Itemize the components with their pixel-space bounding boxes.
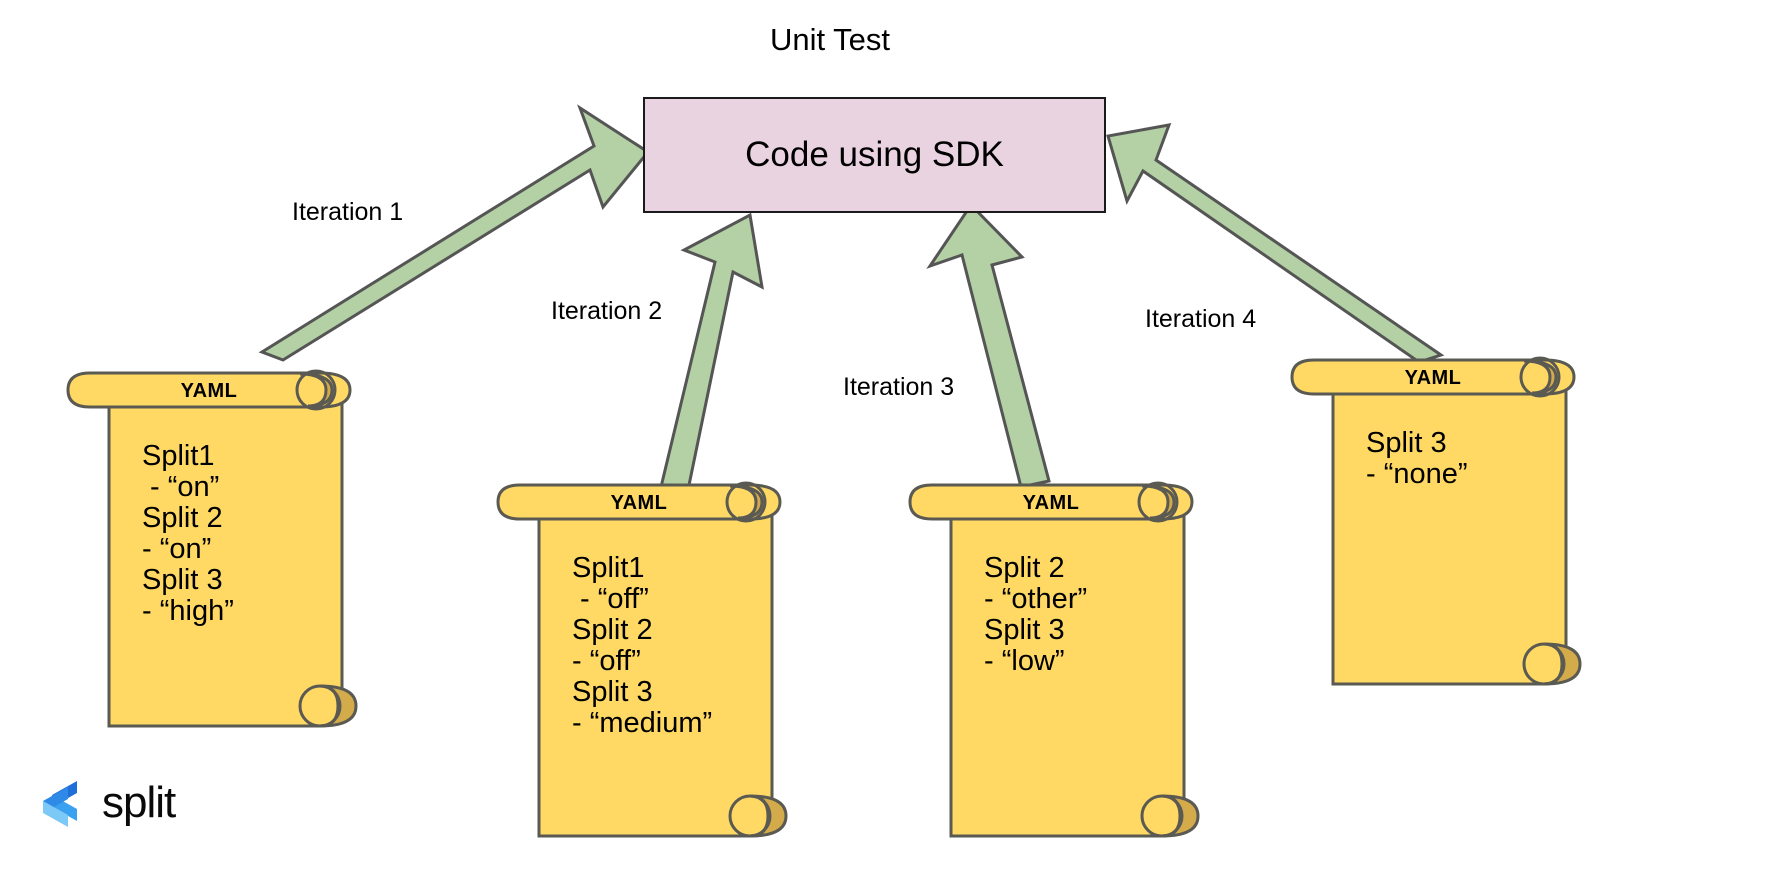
edge-label-iteration-4: Iteration 4	[1145, 305, 1257, 333]
scroll-shape	[496, 481, 788, 838]
yaml-body-text: Split 2 - “other” Split 3 - “low”	[984, 552, 1088, 678]
code-using-sdk-label: Code using SDK	[745, 135, 1004, 174]
edge-label-iteration-1: Iteration 1	[292, 198, 404, 226]
arrow-iteration-4	[1106, 123, 1445, 364]
yaml-tag-label: YAML	[180, 380, 238, 402]
edge-label-iteration-3: Iteration 3	[843, 373, 955, 401]
scroll-shape	[66, 369, 358, 728]
arrow-iteration-3	[926, 202, 1051, 489]
split-logo-icon	[43, 781, 77, 827]
page-title: Unit Test	[770, 22, 891, 57]
arrow-iteration-1	[258, 104, 651, 362]
edge-label-iteration-2: Iteration 2	[551, 297, 663, 325]
yaml-tag-label: YAML	[1022, 492, 1080, 514]
scroll-shape	[908, 481, 1200, 838]
scroll-shape	[1290, 356, 1582, 686]
yaml-scroll-4[interactable]: YAML Split 3 - “none”	[1290, 355, 1622, 735]
yaml-scroll-2[interactable]: YAML Split1 - “off” Split 2 - “off” Spli…	[496, 480, 828, 880]
yaml-body-text: Split1 - “off” Split 2 - “off” Split 3 -…	[572, 552, 713, 740]
yaml-scroll-3[interactable]: YAML Split 2 - “other” Split 3 - “low”	[908, 480, 1240, 880]
code-using-sdk-node[interactable]: Code using SDK	[643, 97, 1106, 213]
yaml-scroll-1[interactable]: YAML Split1 - “on” Split 2 - “on” Split …	[66, 368, 398, 748]
split-wordmark: split	[102, 778, 176, 827]
yaml-body-text: Split 3 - “none”	[1366, 427, 1468, 491]
yaml-tag-label: YAML	[610, 492, 668, 514]
arrow-iteration-2	[653, 212, 764, 521]
yaml-tag-label: YAML	[1404, 367, 1462, 389]
split-logo: split	[36, 775, 176, 831]
yaml-body-text: Split1 - “on” Split 2 - “on” Split 3 - “…	[142, 440, 234, 628]
